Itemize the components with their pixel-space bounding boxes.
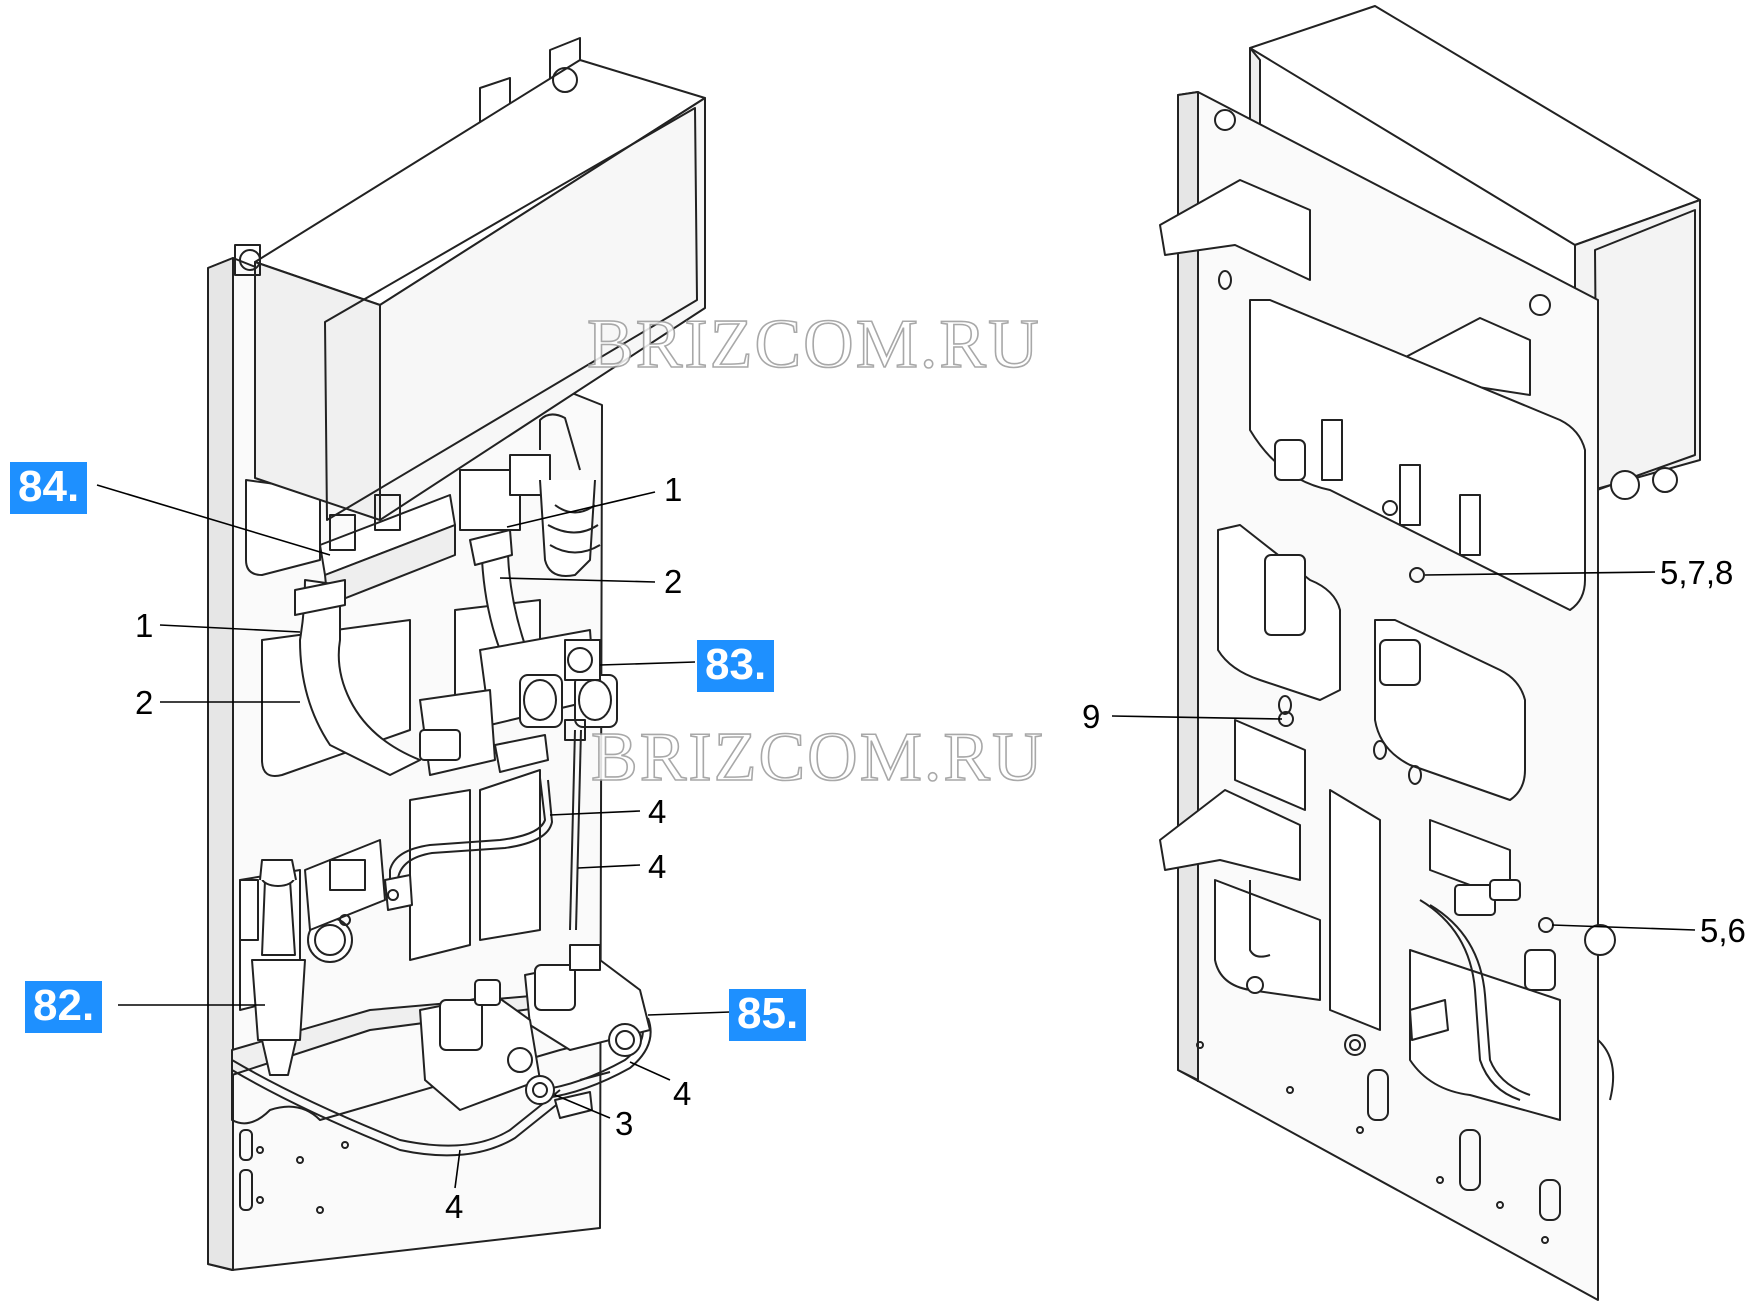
leader-578 <box>1424 571 1656 576</box>
callout-5-6: 5,6 <box>1700 912 1746 949</box>
leader-3 <box>554 1094 611 1119</box>
callout-9: 9 <box>1082 698 1101 735</box>
leader-85 <box>647 1011 731 1016</box>
watermark-top: BRIZCOM.RU <box>586 305 1041 384</box>
leader-1-top <box>506 491 656 528</box>
right-control-box <box>1249 5 1701 500</box>
left-filter-regulator <box>239 839 413 1076</box>
left-air-tubes <box>231 729 652 1157</box>
right-visible-fittings <box>1246 419 1616 1101</box>
left-control-box <box>234 59 706 521</box>
part-badge-84: 84. <box>10 462 88 514</box>
left-hoses <box>294 529 526 776</box>
callout-2-side: 2 <box>135 684 154 721</box>
leader-4-b <box>577 864 641 869</box>
leader-4-c <box>629 1061 671 1081</box>
callout-1-top: 1 <box>664 471 683 508</box>
leader-4-a <box>549 810 641 816</box>
callout-3: 3 <box>615 1105 634 1142</box>
watermark-middle: BRIZCOM.RU <box>590 718 1045 797</box>
leader-84 <box>96 484 331 556</box>
leader-56 <box>1551 924 1696 931</box>
right-assembly <box>1159 5 1701 1301</box>
callout-4-a: 4 <box>648 793 667 830</box>
leader-4-d <box>454 1149 461 1189</box>
left-solenoid-valves <box>419 629 618 776</box>
callout-5-7-8: 5,7,8 <box>1660 554 1734 591</box>
leader-83 <box>599 661 696 666</box>
callout-1-side: 1 <box>135 607 154 644</box>
callout-4-d: 4 <box>445 1188 464 1225</box>
leader-9 <box>1111 715 1283 720</box>
leader-1-side <box>159 624 301 633</box>
left-lower-valves <box>419 944 651 1119</box>
left-valve-manifold <box>319 413 601 606</box>
callout-4-c: 4 <box>673 1075 692 1112</box>
part-badge-83: 83. <box>697 640 775 692</box>
callout-4-b: 4 <box>648 848 667 885</box>
leader-lines <box>96 484 1696 1189</box>
right-mounting-panel <box>1159 91 1599 1301</box>
left-assembly <box>207 37 706 1271</box>
callout-2-top: 2 <box>664 563 683 600</box>
part-badge-82: 82. <box>25 981 103 1033</box>
leader-2-top <box>499 577 656 583</box>
part-badge-85: 85. <box>729 989 807 1041</box>
